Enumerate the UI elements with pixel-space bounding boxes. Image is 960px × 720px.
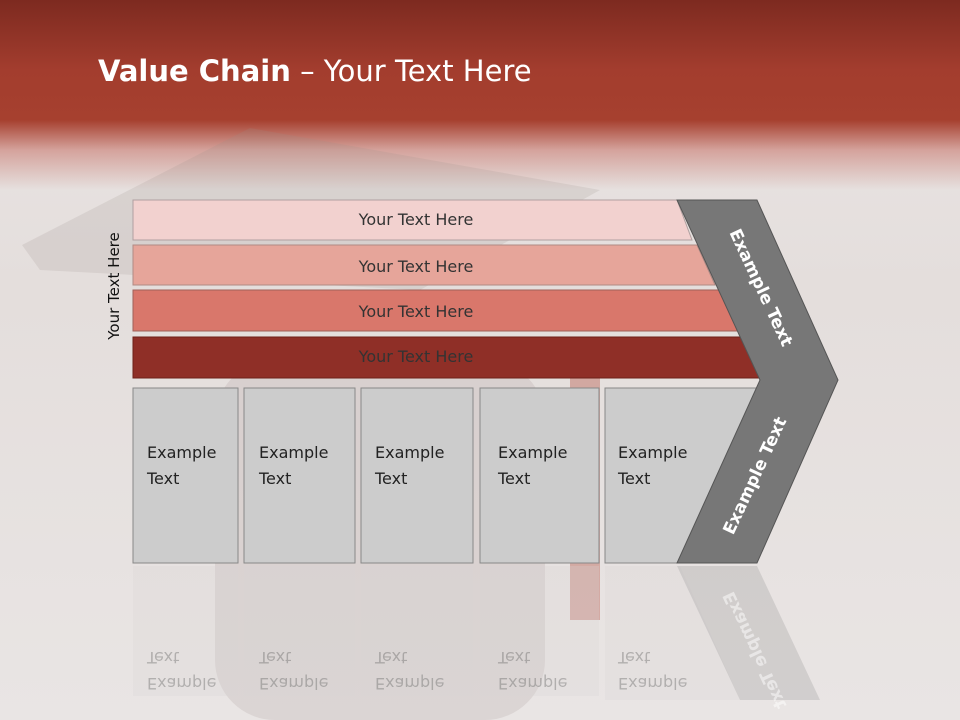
header-band bbox=[0, 0, 960, 190]
box-3-reflection-line1: Text bbox=[374, 648, 407, 667]
box-2-line1: Example bbox=[259, 443, 328, 462]
box-4-reflection-line1: Text bbox=[497, 648, 530, 667]
box-1-line2: Text bbox=[146, 469, 179, 488]
bar-4-label: Your Text Here bbox=[358, 347, 474, 366]
box-4-line1: Example bbox=[498, 443, 567, 462]
box-2-reflection-line2: Example bbox=[259, 674, 328, 693]
box-1-reflection-line2: Example bbox=[147, 674, 216, 693]
bar-1 bbox=[132, 199, 693, 241]
box-2 bbox=[243, 387, 356, 564]
box-1 bbox=[132, 387, 239, 564]
box-3-line1: Example bbox=[375, 443, 444, 462]
title-rest: – Your Text Here bbox=[290, 54, 532, 88]
chevron-arrow bbox=[676, 199, 839, 564]
box-3-reflection-line2: Example bbox=[375, 674, 444, 693]
box-4 bbox=[479, 387, 600, 564]
box-2-line2: Text bbox=[258, 469, 291, 488]
bar-3-label: Your Text Here bbox=[358, 302, 474, 321]
box-2-reflection-line1: Text bbox=[258, 648, 291, 667]
box-4-reflection-line2: Example bbox=[498, 674, 567, 693]
box-3-line2: Text bbox=[374, 469, 407, 488]
title-bold: Value Chain bbox=[98, 54, 291, 88]
box-1-line1: Example bbox=[147, 443, 216, 462]
box-5-line2: Text bbox=[617, 469, 650, 488]
box-5-reflection-line2: Example bbox=[618, 674, 687, 693]
box-4-line2: Text bbox=[497, 469, 530, 488]
bar-2-label: Your Text Here bbox=[358, 257, 474, 276]
bar-2 bbox=[132, 244, 716, 286]
box-5-reflection-line1: Text bbox=[617, 648, 650, 667]
box-1-reflection-line1: Text bbox=[146, 648, 179, 667]
bar-1-label: Your Text Here bbox=[358, 210, 474, 229]
reflection bbox=[133, 566, 820, 700]
box-5-line1: Example bbox=[618, 443, 687, 462]
box-3 bbox=[360, 387, 474, 564]
slide-title: Value Chain – Your Text Here bbox=[98, 54, 532, 88]
